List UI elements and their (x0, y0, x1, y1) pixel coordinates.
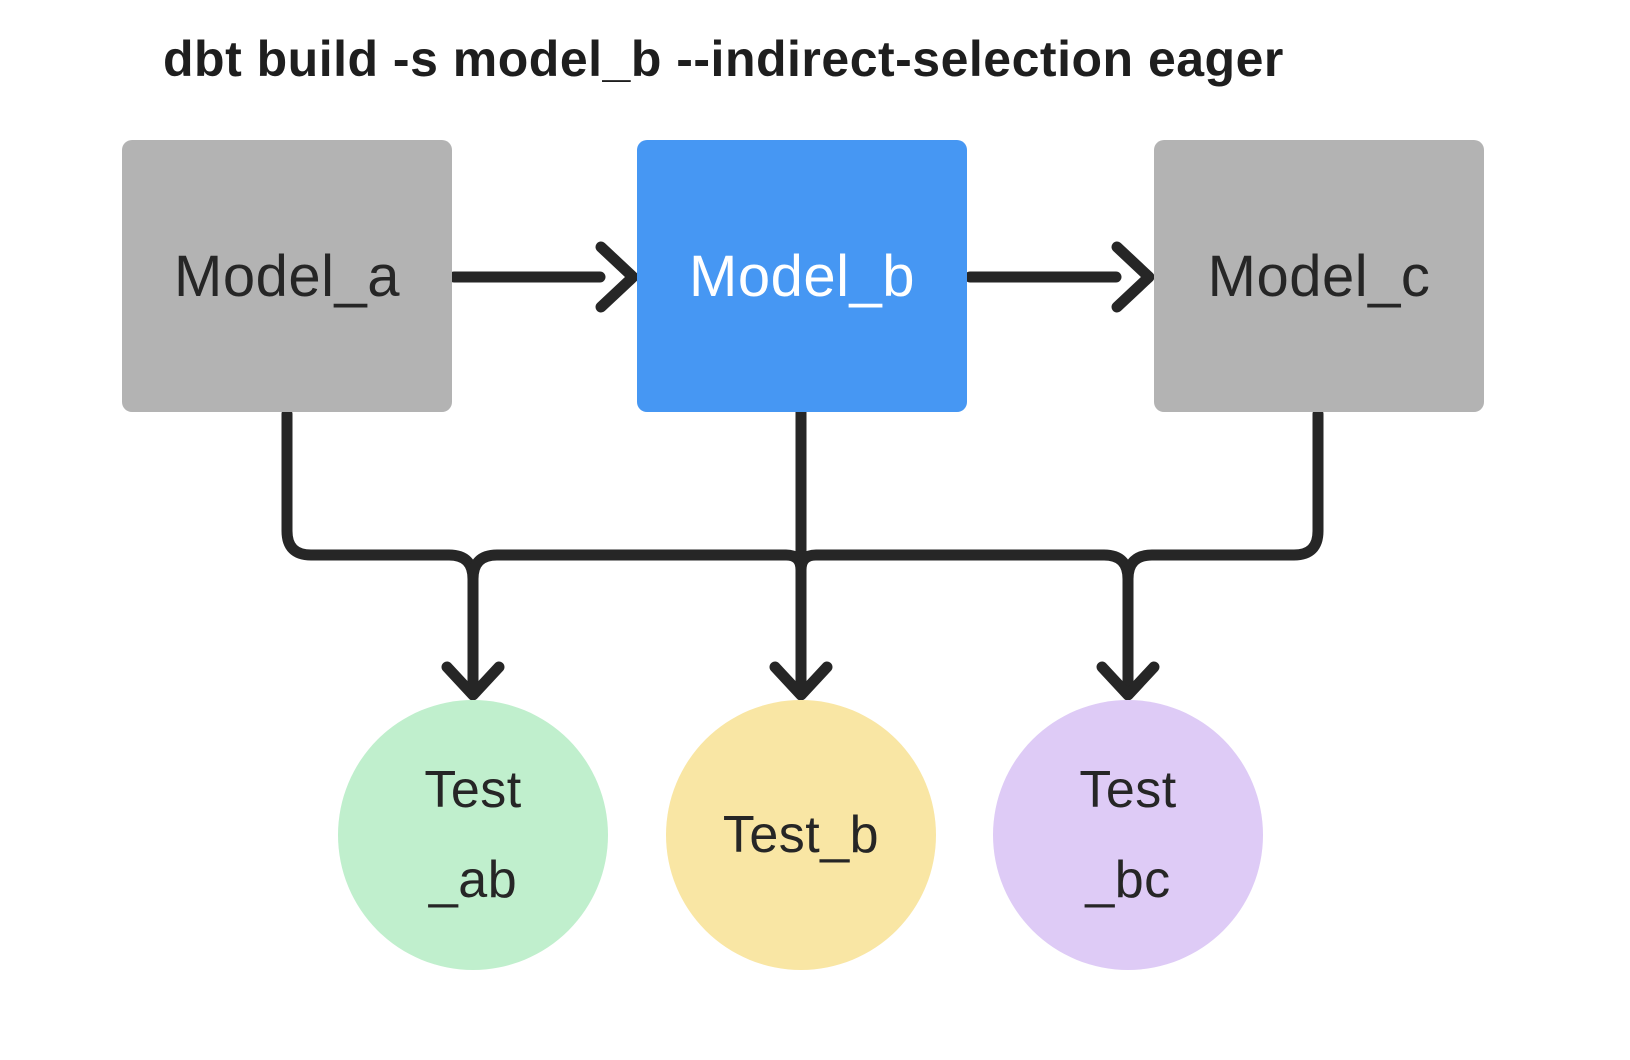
arrowhead-model-a-to-model-b-icon (595, 241, 639, 313)
edge-bus-right (795, 549, 1134, 690)
node-test-ab-label-line1: Test (424, 761, 522, 819)
node-model-c: Model_c (1154, 140, 1484, 412)
node-test-ab: Test _ab (338, 700, 608, 970)
arrowhead-test-b-icon (769, 661, 833, 701)
edge-model-c-to-test-bc (1122, 408, 1324, 585)
edge-bus-left (467, 549, 807, 585)
edge-group (281, 241, 1324, 701)
edge-model-a-to-test-ab (281, 408, 479, 690)
node-model-b-label: Model_b (689, 243, 915, 309)
node-model-b-selected: Model_b (637, 140, 967, 412)
node-test-bc: Test _bc (993, 700, 1263, 970)
arrowhead-test-ab-icon (441, 661, 505, 701)
node-model-a-label: Model_a (174, 243, 400, 309)
arrowhead-model-b-to-model-c-icon (1111, 241, 1155, 313)
node-test-bc-label-line1: Test (1079, 761, 1177, 819)
node-test-b-label: Test_b (722, 806, 880, 864)
node-model-c-label: Model_c (1207, 243, 1431, 309)
node-test-bc-label-line2: _bc (1085, 851, 1171, 909)
node-test-ab-label-line2: _ab (428, 851, 518, 909)
diagram-title: dbt build -s model_b --indirect-selectio… (163, 31, 1284, 87)
node-model-a: Model_a (122, 140, 452, 412)
node-test-b: Test_b (666, 700, 936, 970)
arrowhead-test-bc-icon (1096, 661, 1160, 701)
